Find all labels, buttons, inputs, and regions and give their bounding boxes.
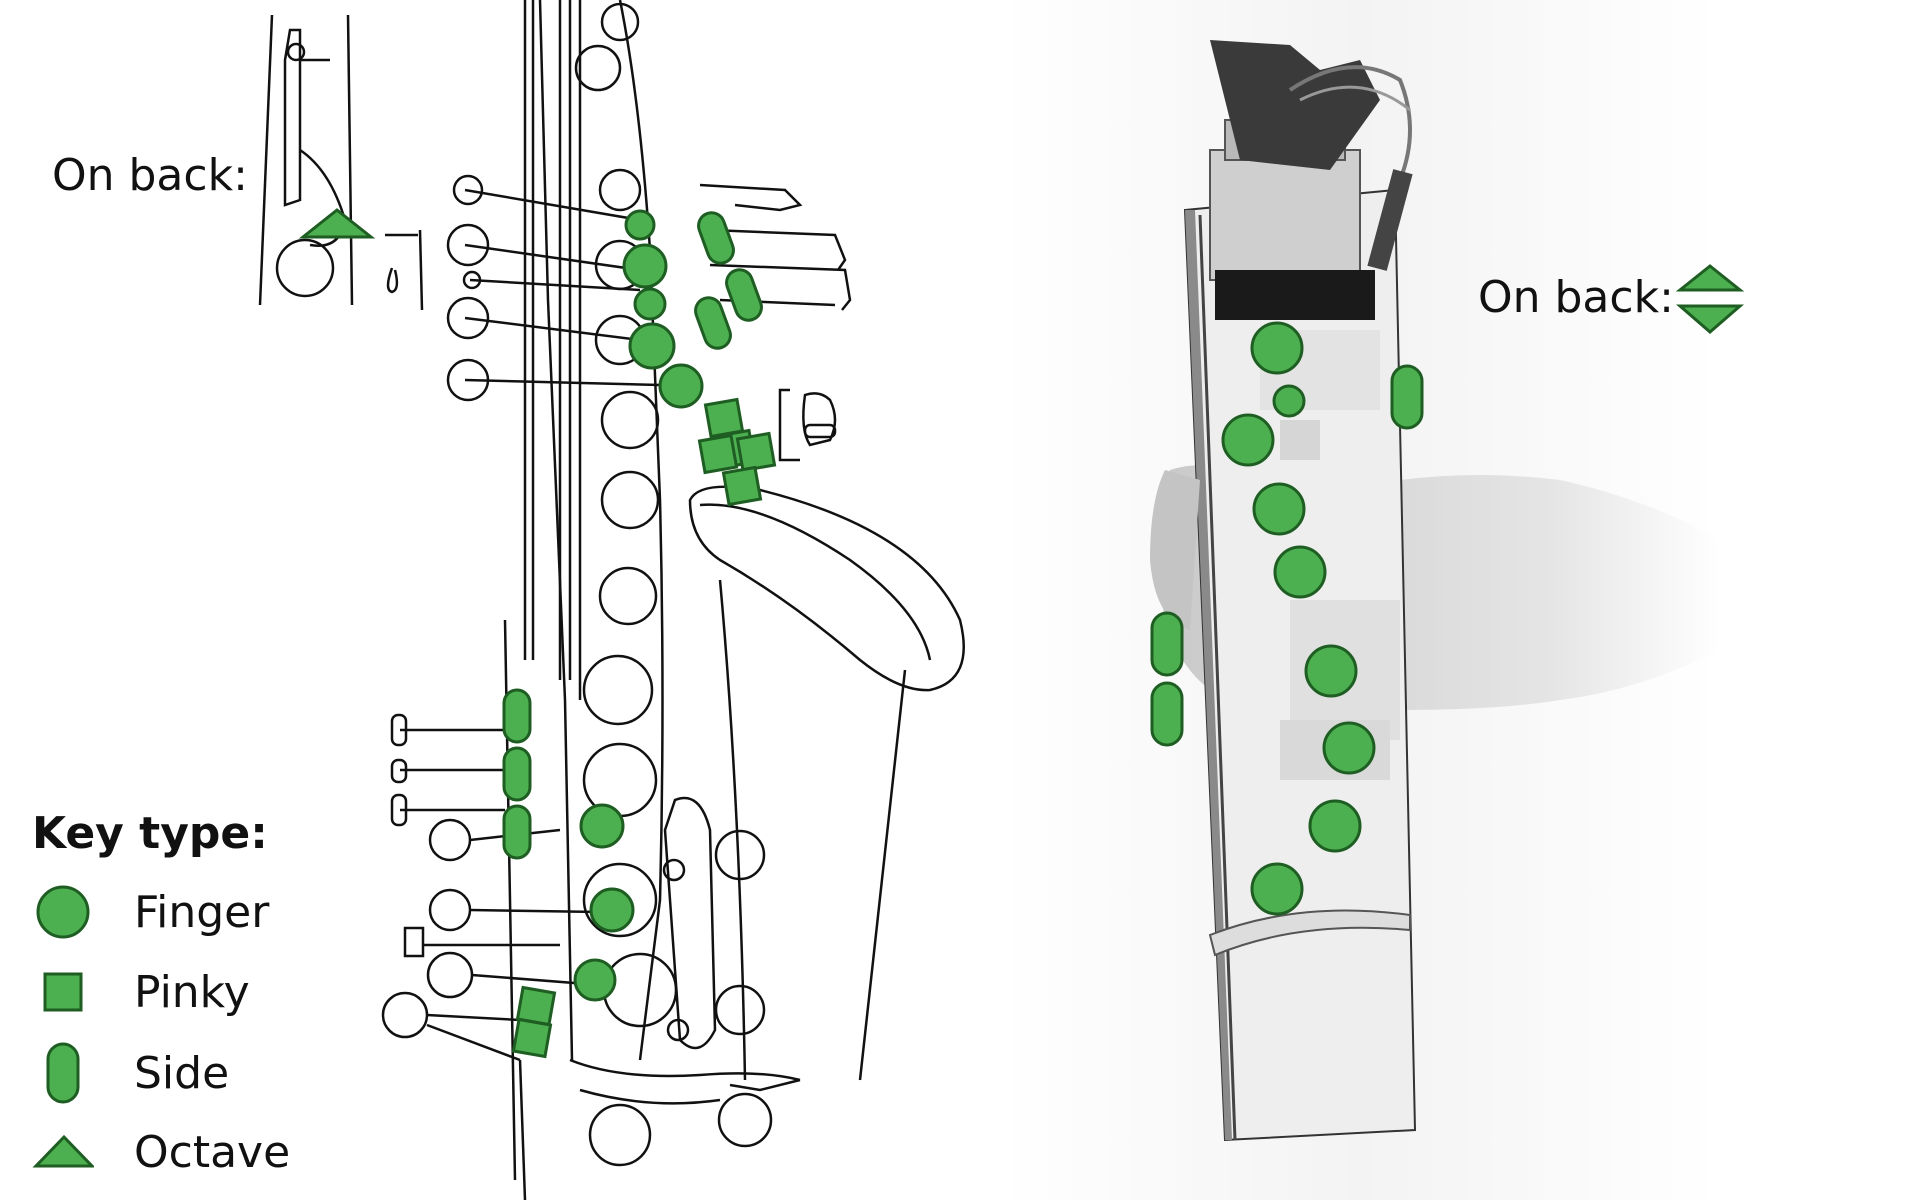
finger-key <box>1250 862 1304 916</box>
octave-key <box>298 208 376 239</box>
side-key <box>502 804 532 860</box>
finger-key <box>1308 799 1362 853</box>
legend-label: Pinky <box>134 966 250 1018</box>
legend-label: Octave <box>134 1126 291 1178</box>
finger-key <box>633 287 667 321</box>
key-markers <box>298 208 1745 1059</box>
side-key <box>1390 364 1424 430</box>
finger-key <box>1273 545 1327 599</box>
legend-item-finger: Finger <box>32 882 269 942</box>
side-key <box>725 268 763 322</box>
finger-key <box>658 363 704 409</box>
prototype-photo <box>1000 0 1720 1200</box>
on-back-label-left: On back: <box>52 150 248 201</box>
legend-item-pinky: Pinky <box>32 962 250 1022</box>
octave-down-key <box>1675 304 1745 334</box>
pinky-key <box>721 465 763 507</box>
finger-key <box>1322 721 1376 775</box>
finger-key <box>1221 413 1275 467</box>
side-key <box>697 211 735 265</box>
finger-key <box>1252 482 1306 536</box>
legend-label: Side <box>134 1047 230 1099</box>
pill-icon <box>32 1042 94 1104</box>
finger-key <box>622 243 668 289</box>
side-key <box>694 296 732 350</box>
finger-key <box>579 803 625 849</box>
finger-key <box>624 209 656 241</box>
legend-title: Key type: <box>32 808 268 859</box>
pinky-key <box>697 433 739 475</box>
legend-item-side: Side <box>32 1042 230 1104</box>
finger-key <box>1304 644 1358 698</box>
side-key <box>502 688 532 744</box>
pinky-key <box>703 397 745 439</box>
finger-key <box>573 958 617 1002</box>
legend-label: Finger <box>134 886 270 938</box>
pinky-key <box>511 1017 553 1059</box>
on-back-label-right: On back: <box>1478 272 1674 323</box>
finger-key <box>628 322 676 370</box>
saxophone-drawing <box>258 0 965 1200</box>
finger-key <box>1272 384 1306 418</box>
circle-icon <box>32 882 94 942</box>
finger-key <box>589 887 635 933</box>
legend-item-octave: Octave <box>32 1122 290 1182</box>
side-key <box>1150 611 1184 677</box>
side-key <box>1150 681 1184 747</box>
pinky-key <box>735 431 777 473</box>
triangle-icon <box>32 1122 94 1182</box>
side-key <box>502 746 532 802</box>
finger-key <box>1250 321 1304 375</box>
square-icon <box>32 962 94 1022</box>
octave-up-key <box>1675 264 1745 292</box>
